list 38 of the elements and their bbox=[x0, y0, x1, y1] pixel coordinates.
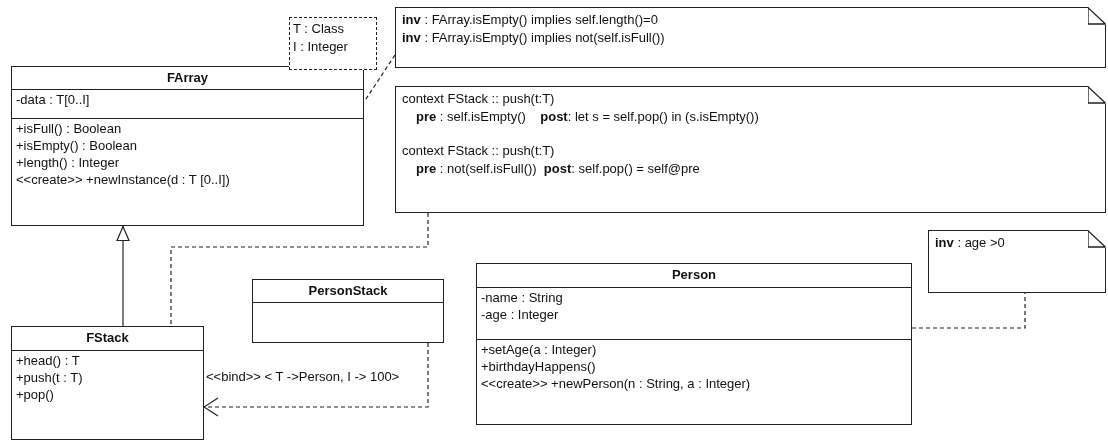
class-box bbox=[11, 326, 204, 440]
attribute-text: -name : String bbox=[481, 289, 564, 306]
class-box bbox=[252, 279, 444, 343]
operation-text: +length() : Integer bbox=[16, 154, 120, 171]
template-parameter: T : Class bbox=[293, 20, 345, 38]
template-parameter-box bbox=[289, 17, 377, 70]
note-box bbox=[928, 230, 1106, 293]
operation-text: +push(t : T) bbox=[16, 369, 84, 386]
note-box bbox=[395, 86, 1106, 213]
constraint-text: context FStack :: push(t:T) bbox=[402, 90, 555, 108]
operation-text: <<create>> +newInstance(d : T [0..I]) bbox=[16, 171, 231, 188]
constraint-text: inv : FArray.isEmpty() implies not(self.isFull()) bbox=[402, 29, 665, 47]
operation-text: +isFull() : Boolean bbox=[16, 120, 123, 137]
class-box bbox=[476, 263, 912, 425]
operation-text: +setAge(a : Integer) bbox=[481, 341, 598, 358]
dashed-connector bbox=[170, 212, 429, 327]
constraint-text: inv : age >0 bbox=[935, 234, 1005, 252]
operation-text: +isEmpty() : Boolean bbox=[16, 137, 139, 154]
attribute-text: -data : T[0..I] bbox=[16, 91, 91, 108]
operation-text: +head() : T bbox=[16, 352, 81, 369]
class-name: Person bbox=[670, 266, 718, 284]
class-name: PersonStack bbox=[307, 282, 389, 300]
template-parameter: I : Integer bbox=[293, 38, 348, 56]
constraint-text: pre : not(self.isFull()) post: self.pop() = self@pre bbox=[416, 160, 700, 178]
constraint-text: pre : self.isEmpty() post: let s = self.pop() in (s.isEmpty()) bbox=[416, 108, 759, 126]
constraint-text: inv : FArray.isEmpty() implies self.length()=0 bbox=[402, 11, 658, 29]
class-name: FStack bbox=[85, 329, 130, 347]
class-name: FArray bbox=[165, 69, 210, 87]
constraint-text: context FStack :: push(t:T) bbox=[402, 142, 555, 160]
operation-text: +birthdayHappens() bbox=[481, 358, 597, 375]
operation-text: +pop() bbox=[16, 386, 55, 403]
class-box bbox=[11, 66, 364, 226]
connector bbox=[116, 225, 130, 327]
note-box bbox=[395, 7, 1106, 68]
operation-text: <<create>> +newPerson(n : String, a : Integer) bbox=[481, 375, 752, 392]
dashed-connector bbox=[203, 342, 429, 417]
attribute-text: -age : Integer bbox=[481, 306, 560, 323]
dashed-connector bbox=[911, 292, 1026, 329]
